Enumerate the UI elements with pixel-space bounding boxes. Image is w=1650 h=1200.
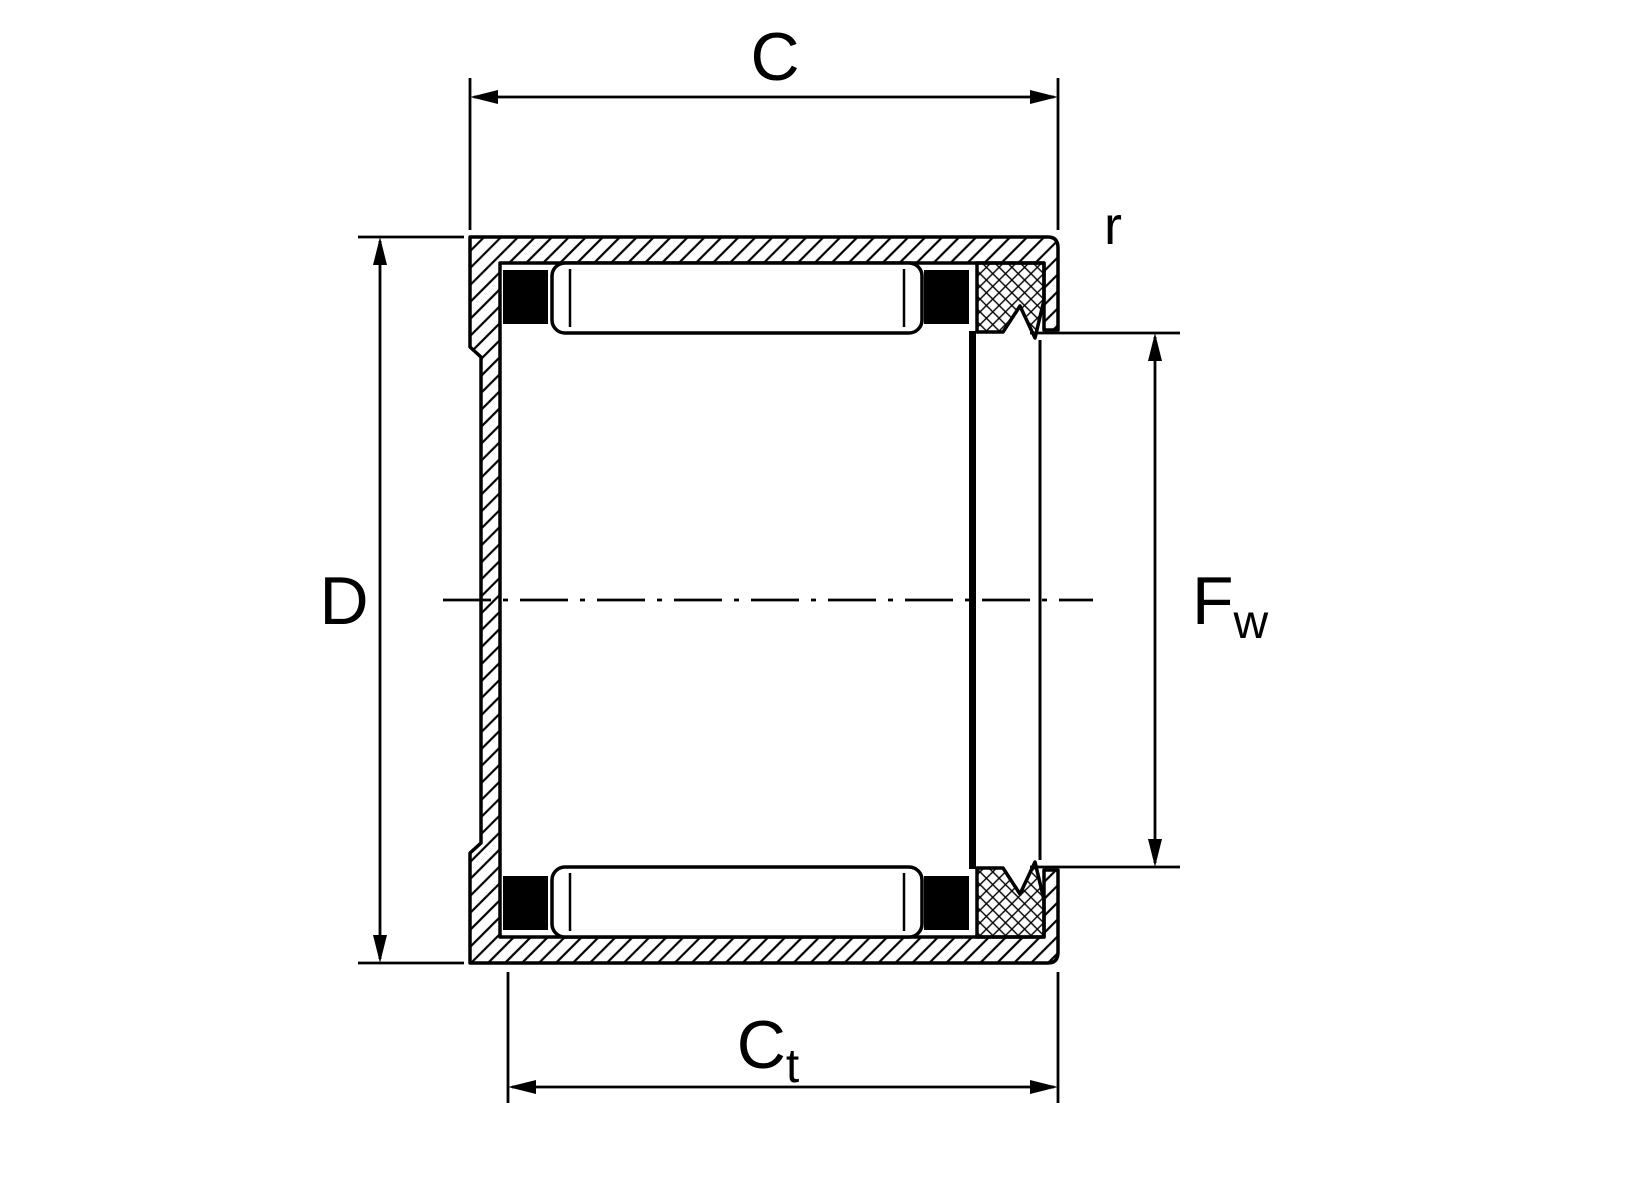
dim-label-d: D: [319, 563, 368, 639]
dim-label-fw-sub: w: [1233, 596, 1269, 649]
seal-top: [975, 261, 1046, 340]
arrowhead-right: [1030, 90, 1058, 104]
cage-block-top-left: [503, 270, 548, 324]
roller-body-top: [550, 261, 924, 335]
seal-bottom: [975, 860, 1046, 939]
dim-label-fw: Fw: [1192, 563, 1269, 649]
dim-label-ct-main: C: [737, 1007, 786, 1083]
needle-roller-bottom: [550, 865, 924, 939]
arrowhead-top: [373, 237, 387, 265]
dim-label-ct-sub: t: [786, 1040, 799, 1093]
cage-block-bottom-right: [924, 876, 969, 930]
arrowhead-left: [508, 1080, 536, 1094]
dim-ct: Ct: [506, 972, 1060, 1103]
arrowhead-bottom: [373, 935, 387, 963]
arrowhead-left: [470, 90, 498, 104]
dim-label-ct: Ct: [737, 1007, 799, 1093]
bearing-cup-section: [468, 235, 1060, 965]
dim-d: D: [319, 235, 464, 965]
dim-label-c: C: [750, 19, 799, 95]
cage-block-top-right: [924, 270, 969, 324]
needle-roller-top: [550, 261, 924, 335]
arrowhead-right: [1030, 1080, 1058, 1094]
arrowhead-top: [1148, 333, 1162, 361]
dim-label-fw-main: F: [1192, 563, 1234, 639]
radius-label: r: [1104, 196, 1122, 256]
dim-fw: Fw: [1030, 331, 1269, 869]
arrowhead-bottom: [1148, 839, 1162, 867]
dim-c: C: [468, 19, 1060, 230]
roller-body-bottom: [550, 865, 924, 939]
cage-block-bottom-left: [503, 876, 548, 930]
